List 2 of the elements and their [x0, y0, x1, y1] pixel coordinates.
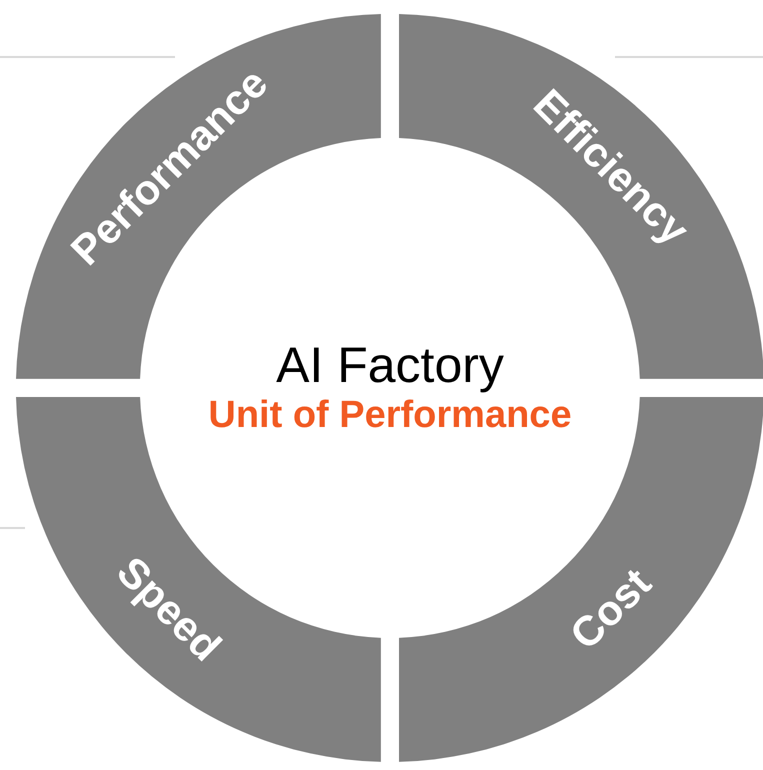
center-subtitle: Unit of Performance	[208, 392, 572, 438]
center-title: AI Factory	[276, 338, 504, 393]
